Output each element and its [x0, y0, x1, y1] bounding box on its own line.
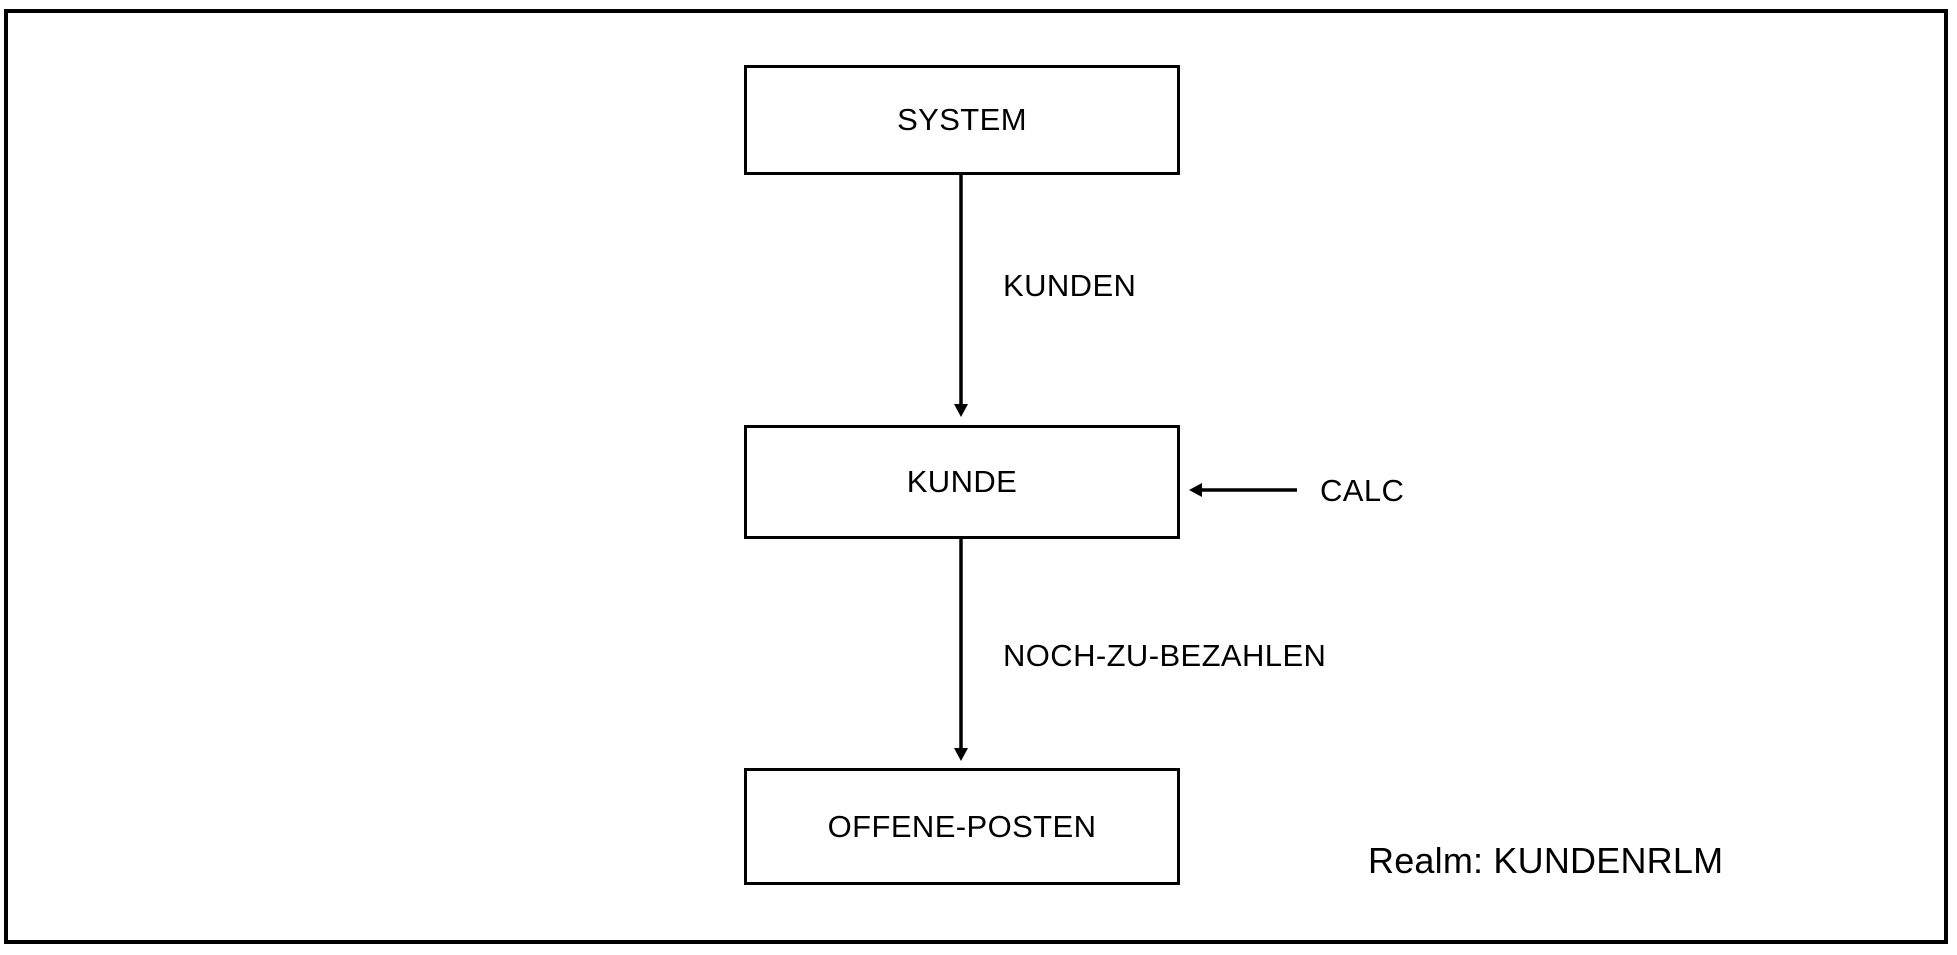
edge-label-noch-zu-bezahlen: NOCH-ZU-BEZAHLEN — [1003, 638, 1327, 673]
external-label-calc: CALC — [1320, 473, 1405, 508]
node-offene-posten-label: OFFENE-POSTEN — [827, 808, 1097, 844]
node-system-label: SYSTEM — [897, 102, 1027, 137]
edge-label-kunden: KUNDEN — [1003, 268, 1137, 303]
node-kunde[interactable]: KUNDE — [744, 425, 1180, 539]
realm-label: Realm: KUNDENRLM — [1368, 840, 1724, 881]
node-kunde-label: KUNDE — [906, 464, 1018, 499]
node-system[interactable]: SYSTEM — [744, 65, 1180, 175]
node-offene-posten[interactable]: OFFENE-POSTEN — [744, 768, 1180, 885]
